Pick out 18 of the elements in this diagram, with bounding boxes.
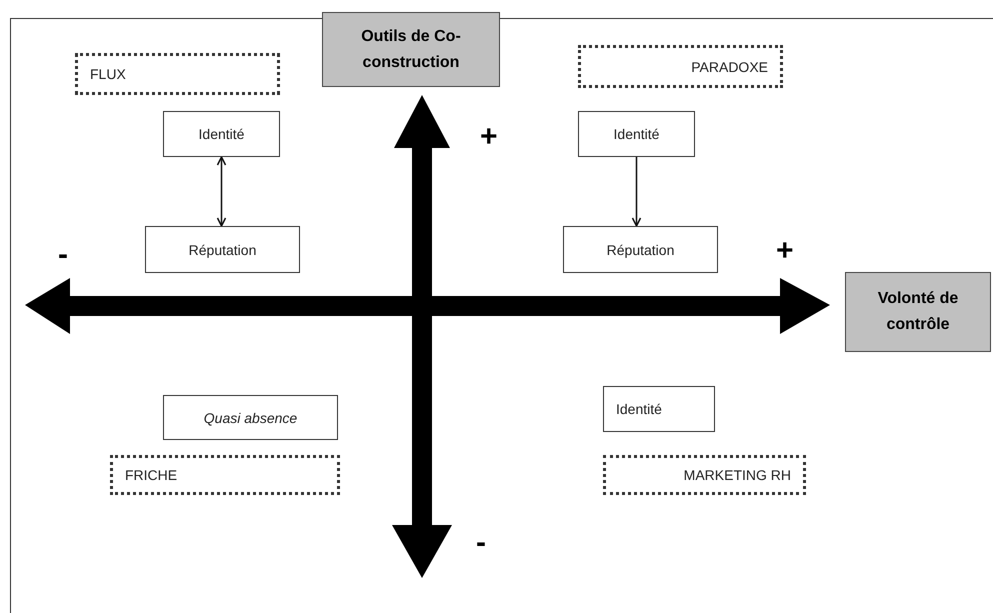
quadrant-name-box: FLUX [75, 53, 280, 95]
arrow [216, 156, 226, 227]
quadrant-name-box: PARADOXE [578, 45, 783, 88]
axis-title-box: Volonté de contrôle [845, 272, 991, 352]
axis-sign: - [58, 240, 68, 270]
axis-sign: + [776, 236, 794, 266]
quadrant-name-box: FRICHE [110, 455, 340, 495]
axis-sign: - [476, 528, 486, 558]
concept-box: Réputation [145, 226, 300, 273]
concept-box: Identité [603, 386, 715, 432]
concept-box: Quasi absence [163, 395, 338, 440]
concept-box: Identité [163, 111, 280, 157]
axis-title-box: Outils de Co-construction [322, 12, 500, 87]
concept-box: Réputation [563, 226, 718, 273]
axis-sign: + [480, 122, 498, 152]
arrow [632, 157, 642, 227]
quadrant-name-box: MARKETING RH [603, 455, 806, 495]
concept-box: Identité [578, 111, 695, 157]
